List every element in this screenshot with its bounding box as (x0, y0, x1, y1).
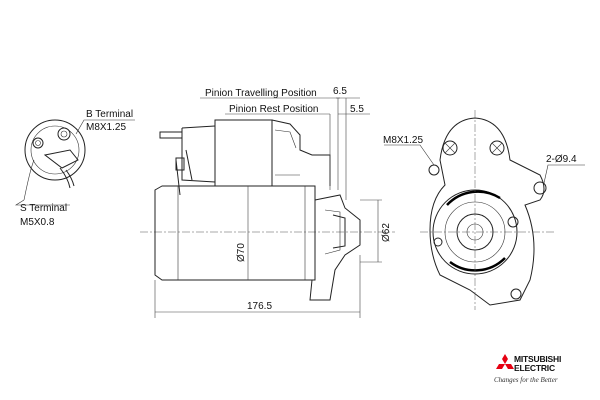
pilot-diameter-label: Ø62 (381, 223, 392, 242)
b-terminal-thread-label: M8X1.25 (86, 122, 126, 133)
mitsubishi-electric-logo: MITSUBISHI ELECTRIC Changes for the Bett… (494, 352, 600, 392)
pinion-travelling-label: Pinion Travelling Position (205, 88, 317, 99)
side-view (140, 119, 395, 301)
s-terminal-label: S Terminal (20, 203, 67, 214)
terminal-end-view (14, 119, 135, 206)
pinion-rest-label: Pinion Rest Position (229, 104, 319, 115)
brand-name: MITSUBISHI ELECTRIC (514, 355, 561, 373)
pinion-rest-value: 5.5 (350, 104, 364, 115)
front-view (384, 110, 585, 310)
body-diameter-label: Ø70 (236, 243, 247, 262)
overall-length-label: 176.5 (247, 301, 272, 312)
mount-holes-label: 2-Ø9.4 (546, 154, 577, 165)
pinion-travelling-value: 6.5 (333, 86, 347, 97)
s-terminal-thread-label: M5X0.8 (20, 217, 55, 228)
brand-name-line2: ELECTRIC (514, 363, 555, 373)
brand-tagline: Changes for the Better (494, 376, 558, 384)
brand-name-line1: MITSUBISHI (514, 354, 562, 364)
dimension-lines (154, 97, 382, 318)
b-terminal-label: B Terminal (86, 109, 133, 120)
mount-thread-label: M8X1.25 (383, 135, 423, 146)
three-diamonds-icon (496, 354, 514, 369)
